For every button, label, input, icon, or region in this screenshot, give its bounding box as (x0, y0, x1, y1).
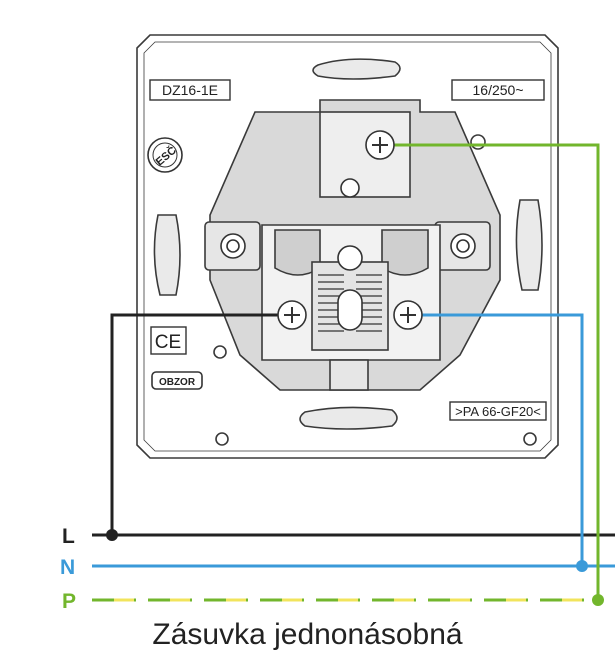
label-P: P (62, 590, 76, 613)
contact-springs (318, 274, 382, 332)
diagram-caption: Zásuvka jednonásobná (152, 618, 463, 651)
junction-N (576, 560, 588, 572)
esc-approval-mark: ESČ (147, 137, 183, 173)
rating-label: 16/250~ (473, 82, 524, 98)
label-N: N (60, 556, 75, 579)
wire-P-feed (380, 143, 600, 600)
maker-mark: OBZOR (151, 371, 203, 390)
plate-labels: DZ16-1E 16/250~ >PA 66-GF20< (149, 79, 547, 421)
junction-P (592, 594, 604, 606)
neutral-screw-icon (393, 300, 423, 330)
junction-L (106, 529, 118, 541)
ce-mark: CE (150, 326, 187, 355)
model-label: DZ16-1E (162, 82, 218, 98)
ce-mark-text: CE (155, 332, 181, 353)
wire-N-feed (408, 313, 584, 566)
socket-posts (220, 178, 476, 331)
maker-mark-text: OBZOR (159, 377, 196, 388)
material-label: >PA 66-GF20< (455, 404, 541, 419)
label-L: L (62, 525, 75, 548)
wire-L-feed (110, 313, 290, 535)
line-screw-icon (277, 300, 307, 330)
earth-screw-icon (365, 130, 395, 160)
